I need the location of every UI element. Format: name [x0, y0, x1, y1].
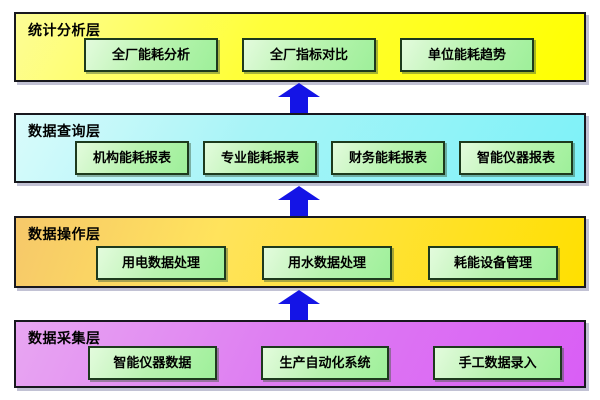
node-professional-energy-report[interactable]: 专业能耗报表	[203, 141, 317, 175]
node-production-automation-system[interactable]: 生产自动化系统	[260, 346, 390, 380]
node-row-data-query: 机构能耗报表 专业能耗报表 财务能耗报表 智能仪器报表	[16, 141, 584, 175]
arrow-up-icon-acquisition-to-operation	[275, 289, 323, 321]
node-row-statistics-analysis: 全厂能耗分析 全厂指标对比 单位能耗趋势	[16, 38, 584, 72]
arrow-up-icon-operation-to-query	[275, 185, 323, 217]
node-water-data-processing[interactable]: 用水数据处理	[262, 246, 392, 280]
node-electricity-data-processing[interactable]: 用电数据处理	[96, 246, 226, 280]
layer-title-data-operation: 数据操作层	[28, 227, 101, 243]
layer-statistics-analysis: 统计分析层 全厂能耗分析 全厂指标对比 单位能耗趋势	[14, 12, 586, 82]
layer-title-statistics-analysis: 统计分析层	[28, 23, 101, 39]
layer-title-data-query: 数据查询层	[28, 124, 101, 140]
node-plant-index-comparison[interactable]: 全厂指标对比	[242, 38, 376, 72]
node-row-data-operation: 用电数据处理 用水数据处理 耗能设备管理	[16, 246, 584, 280]
layer-data-operation: 数据操作层 用电数据处理 用水数据处理 耗能设备管理	[14, 216, 586, 288]
node-smart-instrument-report[interactable]: 智能仪器报表	[459, 141, 573, 175]
node-smart-instrument-data[interactable]: 智能仪器数据	[88, 346, 217, 380]
node-unit-energy-consumption-trend[interactable]: 单位能耗趋势	[400, 38, 534, 72]
node-energy-equipment-management[interactable]: 耗能设备管理	[428, 246, 558, 280]
arrow-up-icon-query-to-analysis	[275, 82, 323, 114]
node-financial-energy-report[interactable]: 财务能耗报表	[331, 141, 445, 175]
layer-data-query: 数据查询层 机构能耗报表 专业能耗报表 财务能耗报表 智能仪器报表	[14, 113, 586, 183]
node-plant-energy-consumption-analysis[interactable]: 全厂能耗分析	[84, 38, 218, 72]
layer-data-acquisition: 数据采集层 智能仪器数据 生产自动化系统 手工数据录入	[14, 320, 586, 388]
node-organization-energy-report[interactable]: 机构能耗报表	[75, 141, 189, 175]
layer-title-data-acquisition: 数据采集层	[28, 331, 101, 347]
node-row-data-acquisition: 智能仪器数据 生产自动化系统 手工数据录入	[16, 346, 584, 380]
node-manual-data-entry[interactable]: 手工数据录入	[433, 346, 563, 380]
